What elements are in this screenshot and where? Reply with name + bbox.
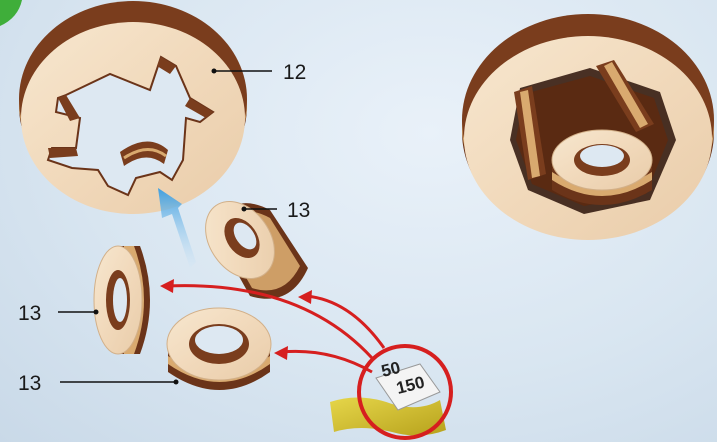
ring-part-13-left [94, 246, 150, 354]
callout-label-13-bottom: 13 [18, 372, 41, 395]
guide-arrow-to-top-ring [306, 296, 384, 348]
guide-arrow-to-bottom-ring [282, 351, 372, 372]
callout-13-left: 13 [18, 302, 99, 325]
corner-leaf-icon [0, 0, 22, 26]
arrowhead-left [160, 279, 174, 293]
callout-13-bottom: 13 [18, 372, 179, 395]
callout-label-13-top: 13 [287, 199, 310, 222]
callout-label-13-left: 13 [18, 302, 41, 325]
assembled-disc [462, 14, 714, 240]
arrowhead-top [298, 290, 312, 304]
ring-part-13-bottom [167, 308, 271, 390]
callout-label-12: 12 [283, 61, 306, 84]
disc-part-12 [19, 1, 247, 214]
arrowhead-bottom [274, 346, 288, 360]
